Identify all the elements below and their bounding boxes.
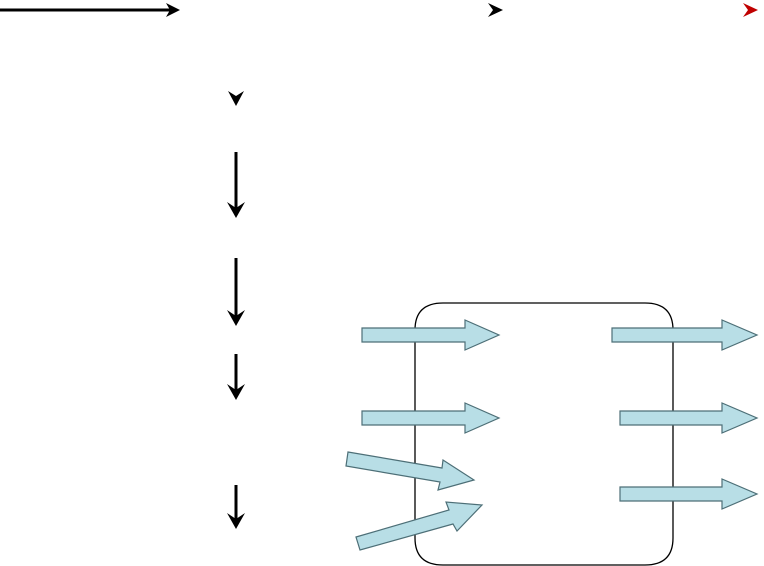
input-arrow bbox=[361, 319, 501, 351]
down-arrow-icon bbox=[227, 152, 245, 218]
output-arrow bbox=[619, 402, 759, 434]
long-right-arrow-icon bbox=[0, 3, 180, 17]
input-arrow bbox=[345, 451, 476, 491]
process-box bbox=[414, 302, 674, 566]
down-arrow-icon bbox=[227, 485, 245, 529]
output-arrow bbox=[611, 319, 759, 351]
chevron-right-red-icon bbox=[743, 3, 758, 17]
output-arrow bbox=[619, 478, 759, 510]
input-arrow bbox=[355, 501, 484, 551]
input-arrow bbox=[361, 402, 501, 434]
down-arrow-icon bbox=[227, 354, 245, 400]
chevron-right-icon bbox=[488, 3, 503, 17]
chevron-down-icon bbox=[228, 91, 244, 106]
down-arrow-icon bbox=[227, 258, 245, 326]
